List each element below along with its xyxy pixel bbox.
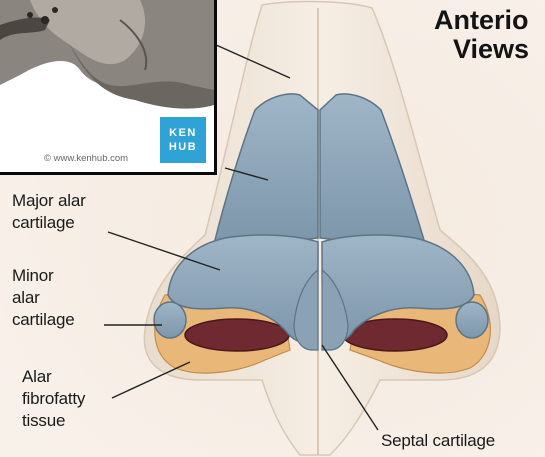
minor-alar-cartilage-left xyxy=(154,302,186,338)
label-septal-cartilage: Septal cartilage xyxy=(381,430,495,452)
kenhub-inset-image: KEN HUB © www.kenhub.com xyxy=(0,0,217,175)
label-line: tissue xyxy=(22,410,85,432)
label-minor-alar-cartilage: Minor alar cartilage xyxy=(12,265,74,331)
copyright-text: © www.kenhub.com xyxy=(44,153,128,164)
label-line: cartilage xyxy=(12,309,74,331)
label-line: Major alar xyxy=(12,190,86,212)
minor-alar-cartilage-right xyxy=(456,302,488,338)
label-line: Septal cartilage xyxy=(381,430,495,452)
nostril-left xyxy=(185,319,289,351)
label-line: Minor xyxy=(12,265,74,287)
label-line: Alar xyxy=(22,366,85,388)
view-title: Anterio Views xyxy=(400,6,545,64)
view-title-line1: Anterio xyxy=(400,6,545,35)
view-title-line2: Views xyxy=(400,35,545,64)
kenhub-logo: KEN HUB xyxy=(160,117,206,163)
label-line: fibrofatty xyxy=(22,388,85,410)
label-line: alar xyxy=(12,287,74,309)
label-alar-fibrofatty-tissue: Alar fibrofatty tissue xyxy=(22,366,85,432)
label-major-alar-cartilage: Major alar cartilage xyxy=(12,190,86,234)
label-line: cartilage xyxy=(12,212,86,234)
